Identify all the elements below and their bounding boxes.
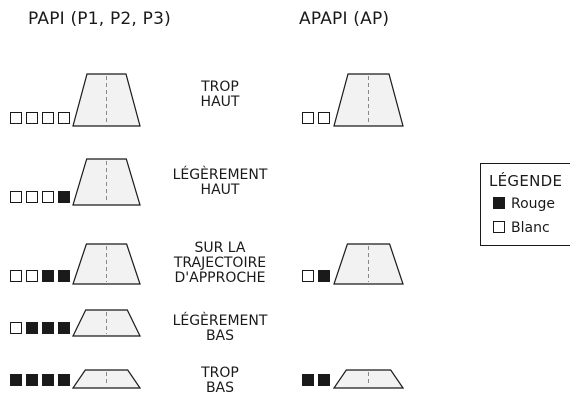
apapi-row-3-light-1-white	[302, 270, 314, 282]
papi-row-4-light-3-red	[42, 322, 54, 334]
papi-row-3-light-2-white	[26, 270, 38, 282]
papi-runway-3	[72, 243, 141, 285]
apapi-row-1-light-2-white	[318, 112, 330, 124]
papi-row-3-light-1-white	[10, 270, 22, 282]
legend-white-swatch	[493, 221, 505, 233]
papi-row-4-light-1-white	[10, 322, 22, 334]
papi-row-1-light-3-white	[42, 112, 54, 124]
papi-runway-5	[72, 369, 141, 389]
apapi-runway-1	[333, 73, 404, 127]
papi-row-1-light-4-white	[58, 112, 70, 124]
papi-header: PAPI (P1, P2, P3)	[28, 9, 171, 29]
apapi-header: APAPI (AP)	[299, 9, 390, 29]
papi-row-4-light-4-red	[58, 322, 70, 334]
apapi-runway-5	[333, 369, 404, 389]
legend-title: LÉGENDE	[489, 172, 563, 190]
papi-runway-4	[72, 309, 141, 337]
apapi-row-5-light-2-red	[318, 374, 330, 386]
apapi-runway-3	[333, 243, 404, 285]
papi-row-4-light-2-red	[26, 322, 38, 334]
legend-red-label: Rouge	[511, 196, 556, 212]
papi-row-5-light-2-red	[26, 374, 38, 386]
apapi-row-3-light-2-red	[318, 270, 330, 282]
apapi-row-5-light-1-red	[302, 374, 314, 386]
legend-white-label: Blanc	[511, 220, 550, 236]
papi-row-1-light-2-white	[26, 112, 38, 124]
papi-row-2-light-2-white	[26, 191, 38, 203]
papi-row-3-light-4-red	[58, 270, 70, 282]
papi-row-2-light-4-red	[58, 191, 70, 203]
papi-row-5-light-1-red	[10, 374, 22, 386]
row-label-1: TROP HAUT	[200, 79, 240, 110]
legend-white-row: Blanc	[493, 220, 550, 236]
legend-box: LÉGENDE Rouge Blanc	[480, 163, 570, 246]
papi-runway-2	[72, 158, 141, 206]
row-label-4: LÉGÈREMENT BAS	[172, 313, 268, 344]
papi-row-2-light-1-white	[10, 191, 22, 203]
papi-row-3-light-3-red	[42, 270, 54, 282]
legend-red-swatch	[493, 197, 505, 209]
papi-row-5-light-3-red	[42, 374, 54, 386]
row-label-3: SUR LA TRAJECTOIRE D'APPROCHE	[173, 240, 267, 286]
apapi-row-1-light-1-white	[302, 112, 314, 124]
papi-row-2-light-3-white	[42, 191, 54, 203]
row-label-2: LÉGÈREMENT HAUT	[172, 167, 268, 198]
legend-red-row: Rouge	[493, 196, 555, 212]
papi-row-1-light-1-white	[10, 112, 22, 124]
papi-runway-1	[72, 73, 141, 127]
papi-row-5-light-4-red	[58, 374, 70, 386]
row-label-5: TROP BAS	[201, 365, 239, 396]
